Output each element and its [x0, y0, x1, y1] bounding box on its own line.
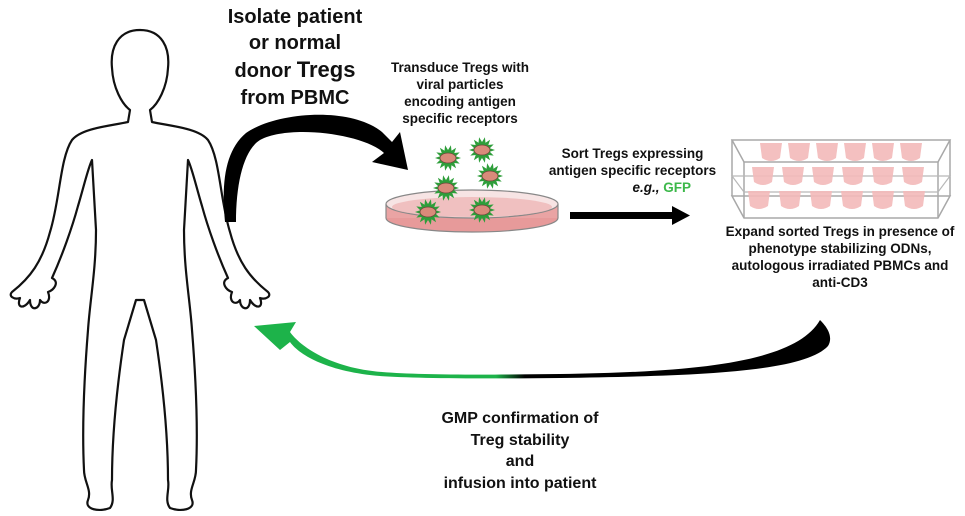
- culture-well: [902, 167, 924, 185]
- treg-cell-icon: [435, 145, 461, 171]
- treg-cell-icon: [469, 197, 495, 223]
- isolate-line4: from PBMC: [240, 86, 350, 109]
- treg-cell-icon: [469, 137, 495, 163]
- treg-cell-icon: [433, 175, 459, 201]
- culture-well: [760, 143, 782, 161]
- culture-well: [844, 143, 866, 161]
- step-transduce-label: Transduce Tregs with viral particles enc…: [380, 60, 540, 128]
- isolate-line2: or normal: [248, 32, 342, 54]
- return-arrow: [254, 320, 831, 379]
- arrow-to-dish: [223, 114, 408, 222]
- culture-well: [872, 143, 894, 161]
- treg-cells-group: [415, 137, 503, 225]
- culture-plate-rack-icon: [730, 139, 952, 219]
- culture-well: [872, 191, 894, 209]
- expand-line3: autologous irradiated PBMCs and: [731, 257, 949, 273]
- culture-well: [903, 191, 925, 209]
- confirm-line1: GMP confirmation of: [441, 410, 599, 427]
- transduce-line4: specific receptors: [402, 110, 518, 126]
- culture-well: [788, 143, 810, 161]
- expand-line1: Expand sorted Tregs in presence of: [725, 224, 955, 239]
- culture-well: [812, 167, 834, 185]
- confirm-line3: and: [505, 453, 535, 471]
- human-body-outline-icon: [9, 28, 271, 511]
- treg-cell-icon: [477, 163, 503, 189]
- confirm-line4: infusion into patient: [443, 474, 597, 492]
- step-confirm-label: GMP confirmation of Treg stability and i…: [395, 408, 645, 494]
- arrow-to-rack: [570, 206, 690, 225]
- culture-well: [816, 143, 838, 161]
- confirm-line2: Treg stability: [470, 431, 570, 449]
- sort-line3: e.g., GFP: [540, 180, 725, 197]
- sort-gfp: GFP: [663, 179, 691, 195]
- culture-well: [900, 143, 922, 161]
- sort-line2: antigen specific receptors: [548, 162, 717, 178]
- culture-well: [782, 167, 804, 185]
- isolate-line3a: donor: [234, 60, 297, 82]
- sort-eg: e.g.,: [632, 179, 664, 195]
- culture-well: [748, 191, 770, 209]
- culture-well: [872, 167, 894, 185]
- culture-well: [752, 167, 774, 185]
- isolate-line3: donor Tregs: [220, 56, 370, 85]
- isolate-line1: Isolate patient: [227, 6, 363, 28]
- step-expand-label: Expand sorted Tregs in presence of pheno…: [714, 224, 965, 292]
- expand-line4: anti-CD3: [812, 274, 868, 290]
- step-sort-label: Sort Tregs expressing antigen specific r…: [540, 146, 725, 197]
- transduce-line3: encoding antigen: [404, 93, 516, 109]
- culture-well: [842, 167, 864, 185]
- transduce-line1: Transduce Tregs with: [390, 60, 530, 75]
- transduce-line2: viral particles: [416, 76, 504, 92]
- culture-well: [779, 191, 801, 209]
- sort-line1: Sort Tregs expressing: [561, 146, 704, 161]
- culture-well: [841, 191, 863, 209]
- expand-line2: phenotype stabilizing ODNs,: [748, 240, 932, 256]
- treg-cell-icon: [415, 199, 441, 225]
- culture-well: [810, 191, 832, 209]
- isolate-line3b: Tregs: [296, 57, 356, 82]
- step-isolate-label: Isolate patient or normal donor Tregs fr…: [220, 4, 370, 111]
